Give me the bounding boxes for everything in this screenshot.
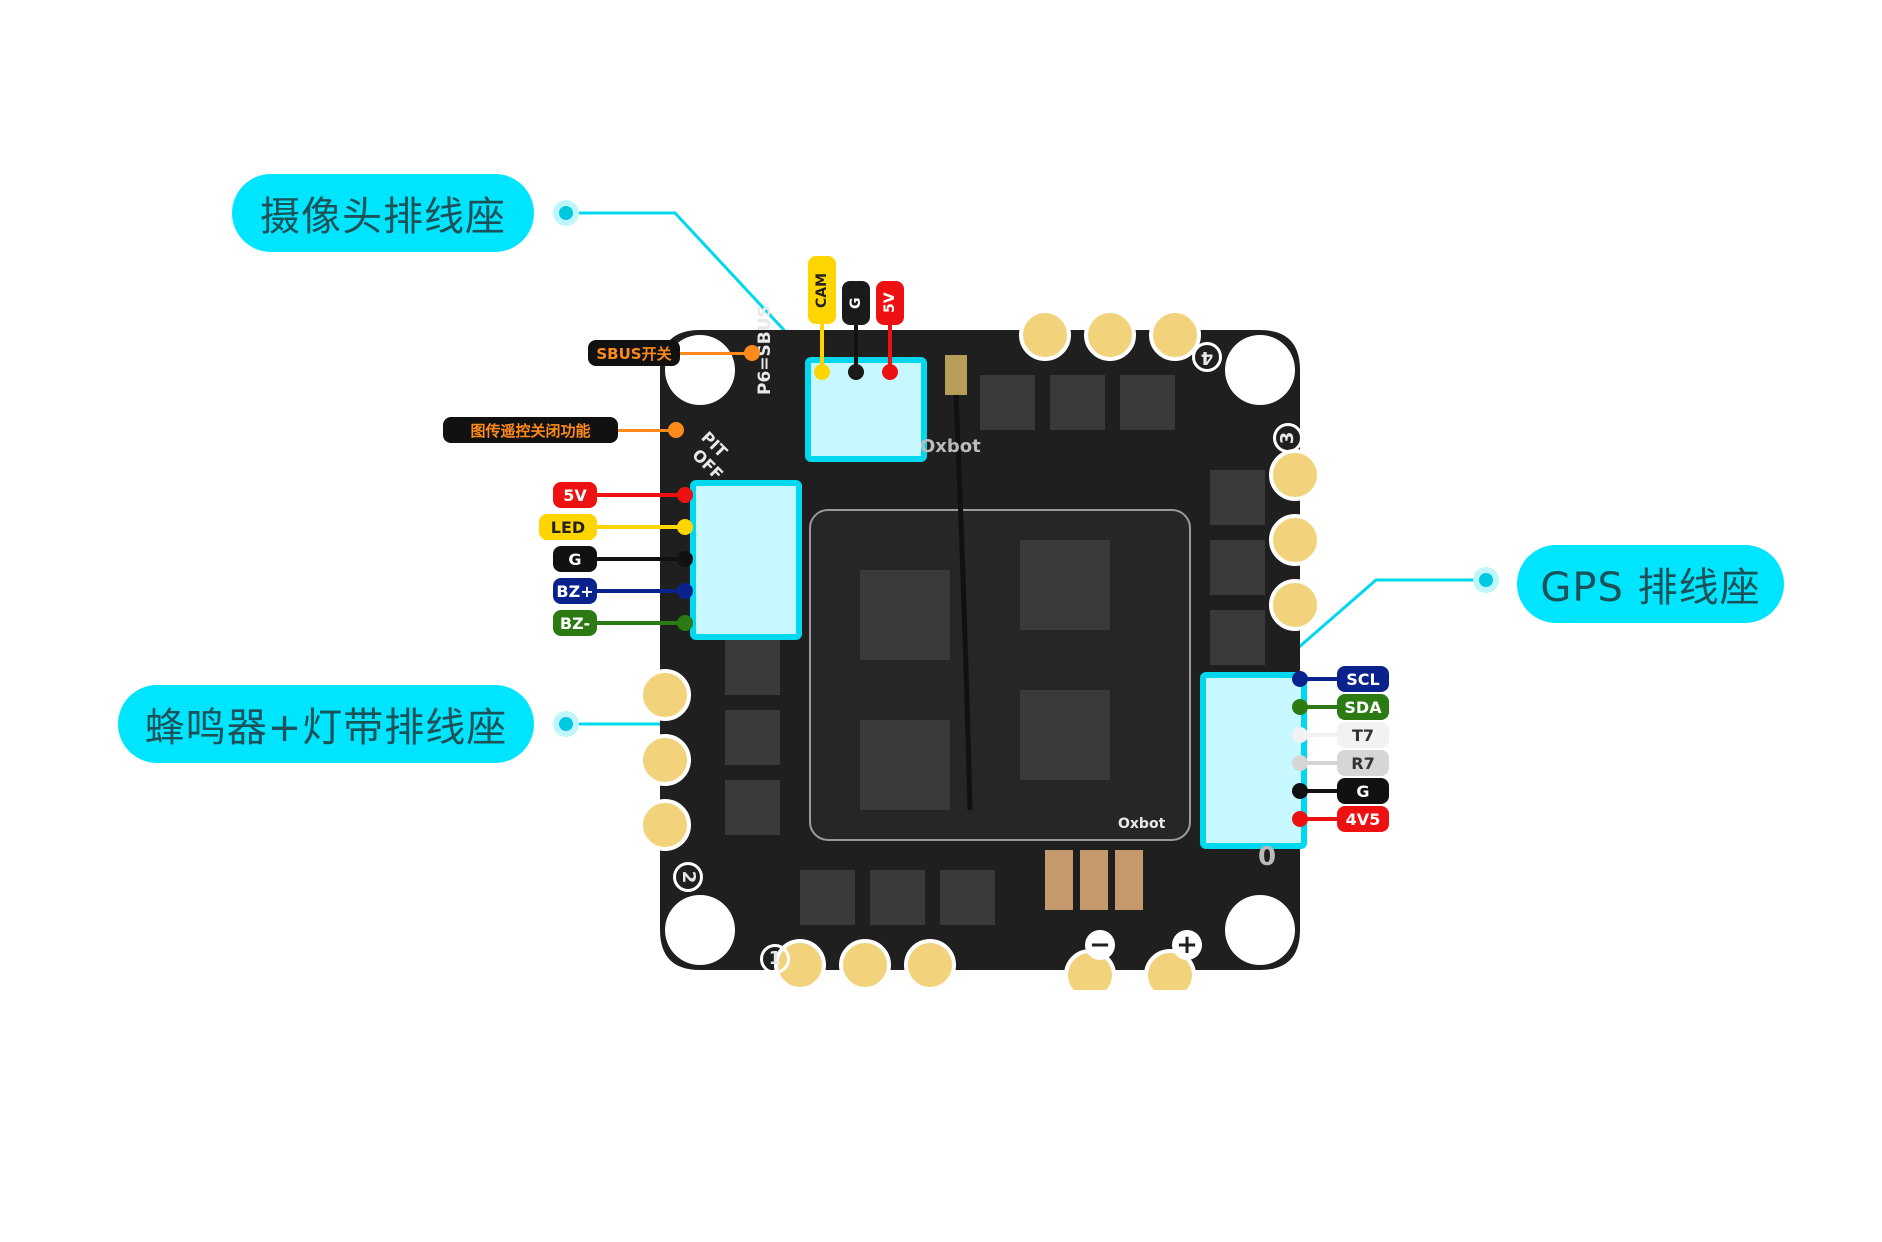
gps-connector-callout: GPS 排线座 xyxy=(1517,545,1784,623)
buzzer-pin-label: BZ+ xyxy=(553,578,597,604)
gps-pin-label: G xyxy=(1337,778,1389,804)
gps-pin-wire xyxy=(1300,761,1338,765)
buzzer-pin-label: G xyxy=(553,546,597,572)
camera-pin-label: 5V xyxy=(876,281,904,325)
pit-off-label: 图传遥控关闭功能 xyxy=(443,417,618,443)
gps-pin-label: R7 xyxy=(1337,750,1389,776)
buzzer-connector xyxy=(690,480,802,640)
gps-leader-line xyxy=(1274,578,1487,670)
camera-pin-label: CAM xyxy=(808,256,836,324)
motor-4-marker: 4 xyxy=(1192,342,1222,372)
gps-pin-wire xyxy=(1300,677,1338,681)
buzzer-pin-wire xyxy=(597,493,683,497)
camera-pin-wire xyxy=(820,324,824,368)
silk-brand-bottom: Oxbot xyxy=(1118,816,1166,832)
battery-minus-marker: − xyxy=(1085,930,1115,960)
gps-pin-wire xyxy=(1300,789,1338,793)
gps-pin-label: 4V5 xyxy=(1337,806,1389,832)
motor-1-marker: 1 xyxy=(760,944,790,974)
battery-plus-marker: + xyxy=(1172,930,1202,960)
buzzer-pin-label: 5V xyxy=(553,482,597,508)
gps-pin-wire xyxy=(1300,705,1338,709)
buzzer-pin-dot xyxy=(677,519,693,535)
silk-brand-top: Oxbot xyxy=(920,436,981,457)
sbus-switch-label: SBUS开关 xyxy=(588,340,680,366)
buzzer-pin-wire xyxy=(597,525,683,529)
camera-leader-line xyxy=(567,211,812,360)
buzzer-pin-wire xyxy=(597,621,683,625)
buzzer-pin-label: BZ- xyxy=(553,610,597,636)
gps-pin-wire xyxy=(1300,817,1338,821)
gps-pin-label: T7 xyxy=(1337,722,1389,748)
buzzer-pin-dot xyxy=(677,551,693,567)
buzzer-led-connector-callout: 蜂鸣器+灯带排线座 xyxy=(118,685,534,763)
camera-pin-dot xyxy=(848,364,864,380)
camera-pin-dot xyxy=(882,364,898,380)
sbus-leader xyxy=(680,352,752,355)
camera-pin-dot xyxy=(814,364,830,380)
motor-2-marker: 2 xyxy=(673,862,703,892)
pit-off-pad-dot xyxy=(668,422,684,438)
gps-pin-wire xyxy=(1300,733,1338,737)
buzzer-pin-dot xyxy=(677,487,693,503)
gps-pin-label: SCL xyxy=(1337,666,1389,692)
buzzer-pin-dot xyxy=(677,615,693,631)
motor-3-marker: 3 xyxy=(1273,423,1303,453)
gps-pin-label: SDA xyxy=(1337,694,1389,720)
buzzer-pin-label: LED xyxy=(539,514,597,540)
camera-pin-label: G xyxy=(842,281,870,325)
buzzer-pin-dot xyxy=(677,583,693,599)
pit-off-leader xyxy=(618,429,676,432)
silk-zero: 0 xyxy=(1258,842,1277,872)
camera-connector-callout: 摄像头排线座 xyxy=(232,174,534,252)
buzzer-pin-wire xyxy=(597,589,683,593)
sbus-pad-dot xyxy=(744,345,760,361)
pcb-board xyxy=(640,310,1320,990)
camera-pin-wire xyxy=(888,325,892,368)
camera-connector xyxy=(805,357,927,462)
gps-connector xyxy=(1200,672,1307,849)
camera-pin-wire xyxy=(854,325,858,368)
buzzer-pin-wire xyxy=(597,557,683,561)
